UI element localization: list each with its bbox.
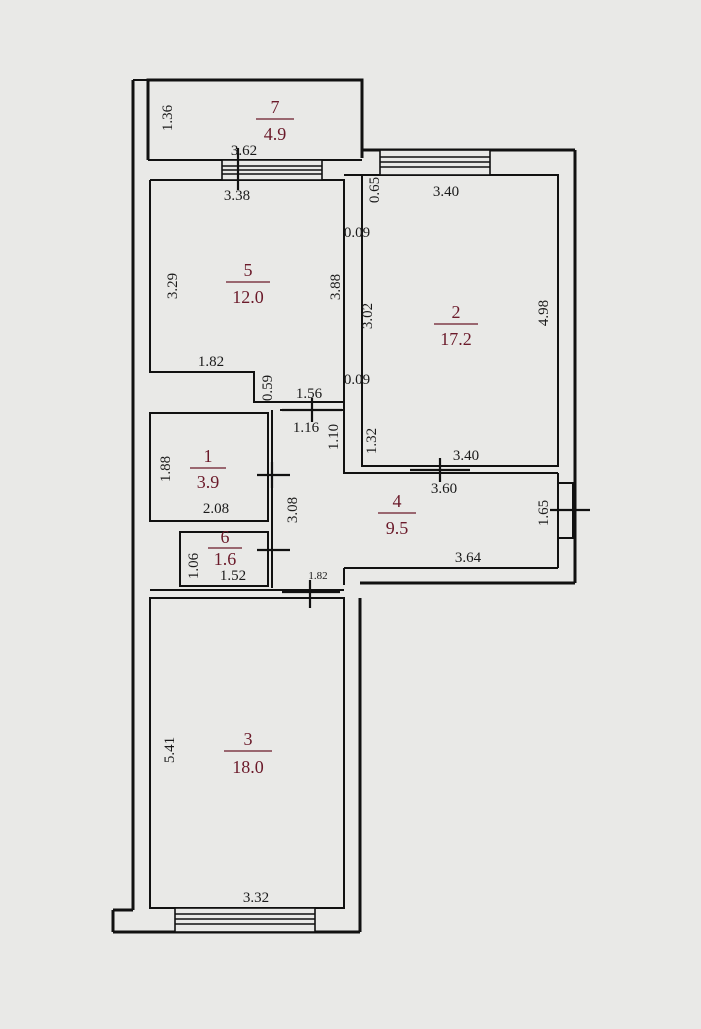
room-7-number: 7: [271, 97, 280, 117]
room-1-walls: [149, 412, 269, 522]
dim-label: 3.60: [431, 481, 457, 497]
room-1-number: 1: [204, 446, 213, 466]
dim-label: 1.56: [296, 386, 323, 402]
room-7-area: 4.9: [264, 124, 287, 144]
dim-label: 2.08: [203, 501, 229, 517]
dim-label: 5.41: [162, 737, 178, 763]
dim-label: 1.16: [293, 420, 320, 436]
room-3-area: 18.0: [232, 757, 264, 777]
dim-label: 1.36: [160, 104, 176, 131]
room-4-number: 4: [393, 491, 402, 511]
room-labels: 7 4.9 5 12.0 2 17.2 1 3.9 4 9.5 6 1.6 3 …: [190, 97, 478, 777]
room-6-number: 6: [221, 527, 230, 547]
room-4-area: 9.5: [386, 518, 409, 538]
dim-label: 1.06: [186, 552, 202, 579]
doors: [236, 148, 470, 608]
dim-label: 0.65: [367, 177, 383, 203]
dim-label: 3.29: [165, 273, 181, 299]
window-room-3: [174, 907, 316, 933]
dim-label: 3.38: [224, 188, 250, 204]
walls: [111, 78, 590, 934]
dim-label: 3.62: [231, 143, 257, 159]
dim-label: 1.88: [158, 456, 174, 482]
dim-label: 0.09: [344, 225, 370, 241]
room-5-area: 12.0: [232, 287, 264, 307]
dim-label: 3.88: [328, 274, 344, 300]
dim-label: 3.32: [243, 890, 269, 906]
room-7-walls: [146, 78, 364, 160]
dim-label: 3.64: [455, 550, 482, 566]
room-3-number: 3: [244, 729, 253, 749]
dim-label: 1.82: [308, 570, 327, 582]
dim-label: 1.82: [198, 354, 224, 370]
room-5-number: 5: [244, 260, 253, 280]
room-2-area: 17.2: [440, 329, 472, 349]
dim-label: 3.08: [285, 497, 301, 523]
dim-label: 3.02: [360, 303, 376, 329]
dim-label: 3.40: [433, 184, 459, 200]
room-6-walls: [179, 531, 269, 587]
window-room-2: [379, 149, 491, 176]
dim-label: 4.98: [536, 300, 552, 326]
windows: [174, 149, 491, 933]
room-1-area: 3.9: [197, 472, 220, 492]
room-2-number: 2: [452, 302, 461, 322]
dim-label: 0.09: [344, 372, 370, 388]
dimension-labels: 1.36 3.62 3.38 0.65 3.40 0.09 3.29 3.88 …: [158, 104, 552, 906]
room-6-area: 1.6: [214, 549, 237, 569]
dim-label: 1.65: [536, 500, 552, 526]
dim-label: 1.52: [220, 568, 246, 584]
dim-label: 1.32: [364, 428, 380, 454]
room-3-walls: [149, 597, 345, 909]
dim-label: 1.10: [326, 424, 342, 450]
dim-label: 0.59: [260, 375, 276, 401]
window-room-5: [221, 159, 323, 181]
dim-label: 3.40: [453, 448, 479, 464]
